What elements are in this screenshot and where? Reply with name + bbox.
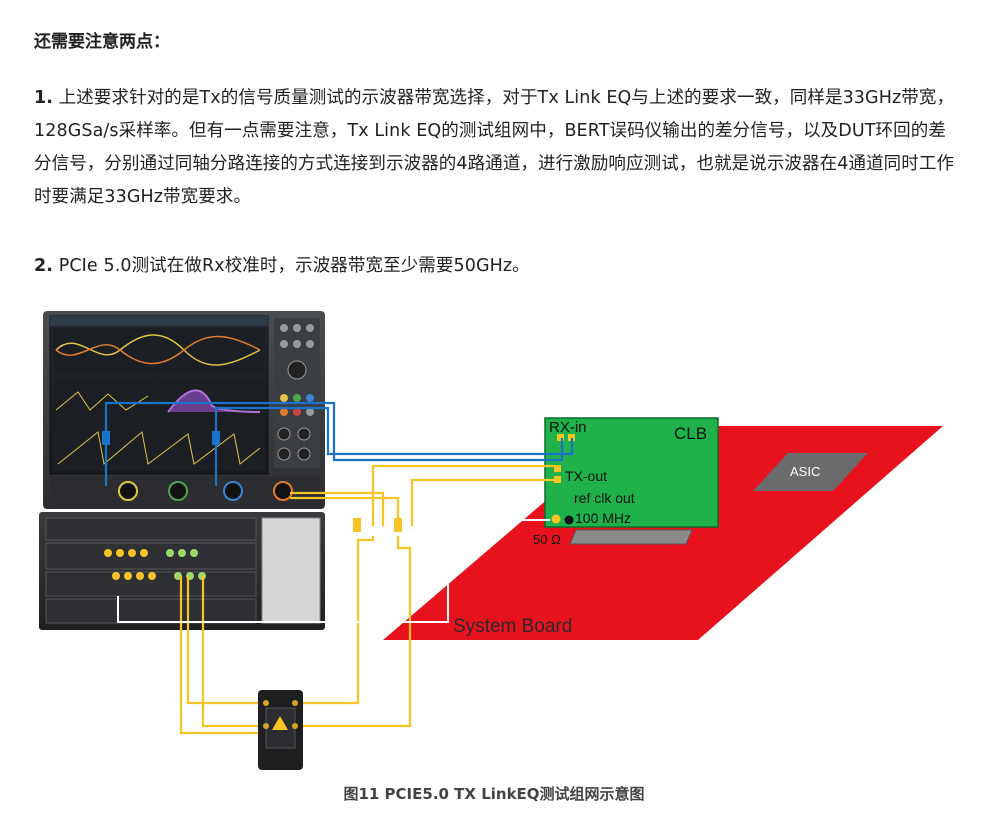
blue-cables	[104, 401, 574, 486]
point-2-number: 2.	[34, 256, 54, 276]
point-1: 1. 上述要求针对的是Tx的信号质量测试的示波器带宽选择，对于Tx Link E…	[34, 82, 959, 214]
bert-chassis	[39, 512, 325, 630]
yellow-splitter-1	[353, 518, 361, 532]
point-2: 2. PCIe 5.0测试在做Rx校准时，示波器带宽至少需要50GHz。	[34, 250, 959, 283]
rx-in-label: RX-in	[549, 419, 587, 436]
tx-out-connector-n	[554, 476, 561, 483]
point-1-number: 1.	[34, 88, 54, 108]
section-heading: 还需要注意两点：	[34, 32, 170, 52]
asic-label: ASIC	[790, 464, 820, 479]
freq-label: 100 MHz	[575, 510, 631, 526]
rx-in-connector-n	[568, 434, 575, 441]
splitter-box	[258, 690, 303, 770]
system-board-label: System Board	[453, 616, 572, 637]
yellow-splitter-2	[394, 518, 402, 532]
rx-in-connector-p	[557, 434, 564, 441]
point-1-text: 上述要求针对的是Tx的信号质量测试的示波器带宽选择，对于Tx Link EQ与上…	[34, 88, 955, 207]
blue-splitter-1	[102, 431, 110, 445]
ref-clk-cable	[117, 519, 550, 623]
ref-clk-out-label: ref clk out	[574, 490, 635, 506]
test-setup-figure: System Board ASIC 50 Ω CLB RX-in TX-out …	[38, 308, 948, 773]
asic-chip	[753, 453, 868, 491]
ref-clk-connector	[551, 514, 561, 524]
termination-label: 50 Ω	[533, 532, 561, 547]
point-2-text: PCIe 5.0测试在做Rx校准时，示波器带宽至少需要50GHz。	[53, 256, 530, 276]
oscilloscope	[43, 311, 325, 509]
blue-splitter-2	[212, 431, 220, 445]
yellow-cables	[179, 464, 554, 740]
test-setup-diagram: System Board ASIC 50 Ω CLB RX-in TX-out …	[39, 311, 943, 770]
termination-connector	[564, 515, 574, 525]
tx-out-connector-p	[554, 465, 561, 472]
tx-out-label: TX-out	[565, 468, 607, 484]
figure-caption: 图11 PCIE5.0 TX LinkEQ测试组网示意图	[343, 785, 645, 803]
clb-label: CLB	[674, 424, 707, 443]
termination-bar	[569, 529, 693, 545]
